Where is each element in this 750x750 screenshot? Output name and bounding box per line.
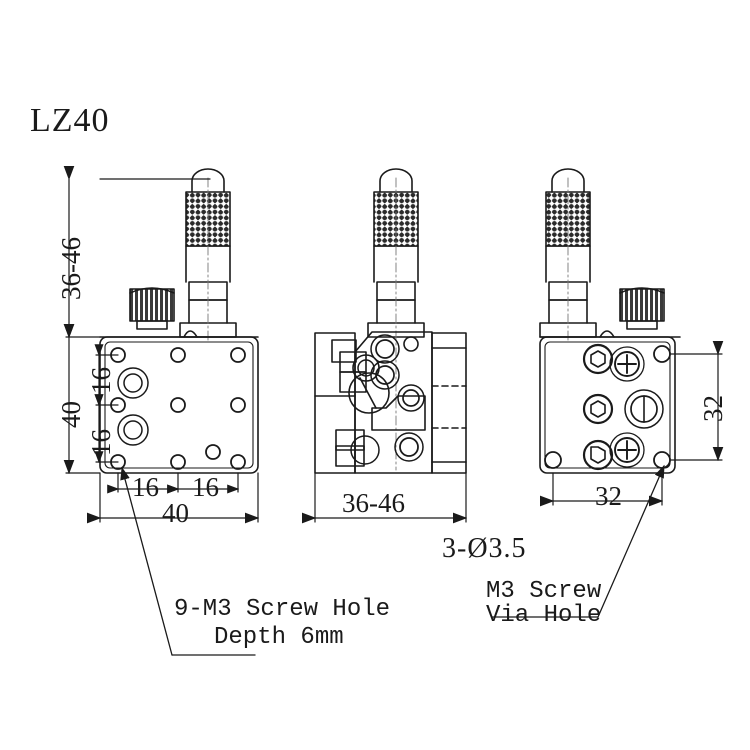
middle-view-group xyxy=(314,168,467,474)
left-view-dome-boss xyxy=(183,330,198,338)
middle-view-fasteners xyxy=(370,334,425,462)
right-view-dome-boss xyxy=(599,330,615,338)
right-view-group xyxy=(539,168,681,474)
middle-view-slotted-screw xyxy=(348,354,390,414)
right-view-lock-knob xyxy=(619,287,665,330)
dim-body-width-seg-right: 16 xyxy=(192,472,219,502)
dim-overall-height-travel: 36-46 xyxy=(56,237,86,300)
right-view-dimension-lines xyxy=(539,340,724,507)
note-via-hole-line2: Via Hole xyxy=(486,602,602,629)
left-view-group xyxy=(99,168,259,474)
note-screw-hole-line2: Depth 6mm xyxy=(214,624,344,651)
dim-middle-depth: 36-46 xyxy=(342,488,405,518)
right-view-body-plate xyxy=(539,336,676,474)
page-title: LZ40 xyxy=(30,102,110,139)
right-view-phillips-screws xyxy=(609,346,645,468)
leader-9-m3-screw-hole xyxy=(120,466,256,656)
left-view-micrometer-head xyxy=(179,168,237,341)
note-via-hole-spec: 3-Ø3.5 xyxy=(442,533,527,564)
dim-body-height-seg-top: 16 xyxy=(86,367,116,394)
dim-body-height: 40 xyxy=(56,401,86,428)
left-view-bearing-bores xyxy=(117,367,149,446)
dim-body-height-seg-bottom: 16 xyxy=(86,429,116,456)
right-view-via-holes xyxy=(544,345,671,469)
left-view-screw-hole-grid xyxy=(110,347,246,470)
dim-right-height: 32 xyxy=(698,395,728,422)
middle-view-outer-block xyxy=(431,332,467,474)
middle-view-carriage xyxy=(354,331,433,474)
middle-view-micrometer-head xyxy=(367,168,425,471)
dim-right-width: 32 xyxy=(595,481,622,511)
middle-view-dimension xyxy=(301,472,468,524)
dim-body-width: 40 xyxy=(162,498,189,528)
left-view-lock-knob xyxy=(129,287,175,330)
dim-body-width-seg-left: 16 xyxy=(132,472,159,502)
right-view-hex-socket-screws xyxy=(582,343,614,471)
right-view-centre-bore xyxy=(624,389,664,429)
right-view-micrometer-head xyxy=(539,168,597,341)
middle-view-lower-pivot xyxy=(350,435,380,465)
note-via-hole-line1: M3 Screw xyxy=(486,578,602,605)
left-view-extra-hole xyxy=(205,444,221,460)
middle-view-base-block xyxy=(314,332,367,474)
left-view-dimension-lines xyxy=(63,165,260,524)
leader-m3-via-hole xyxy=(491,464,665,618)
note-screw-hole-line1: 9-M3 Screw Hole xyxy=(174,596,391,623)
